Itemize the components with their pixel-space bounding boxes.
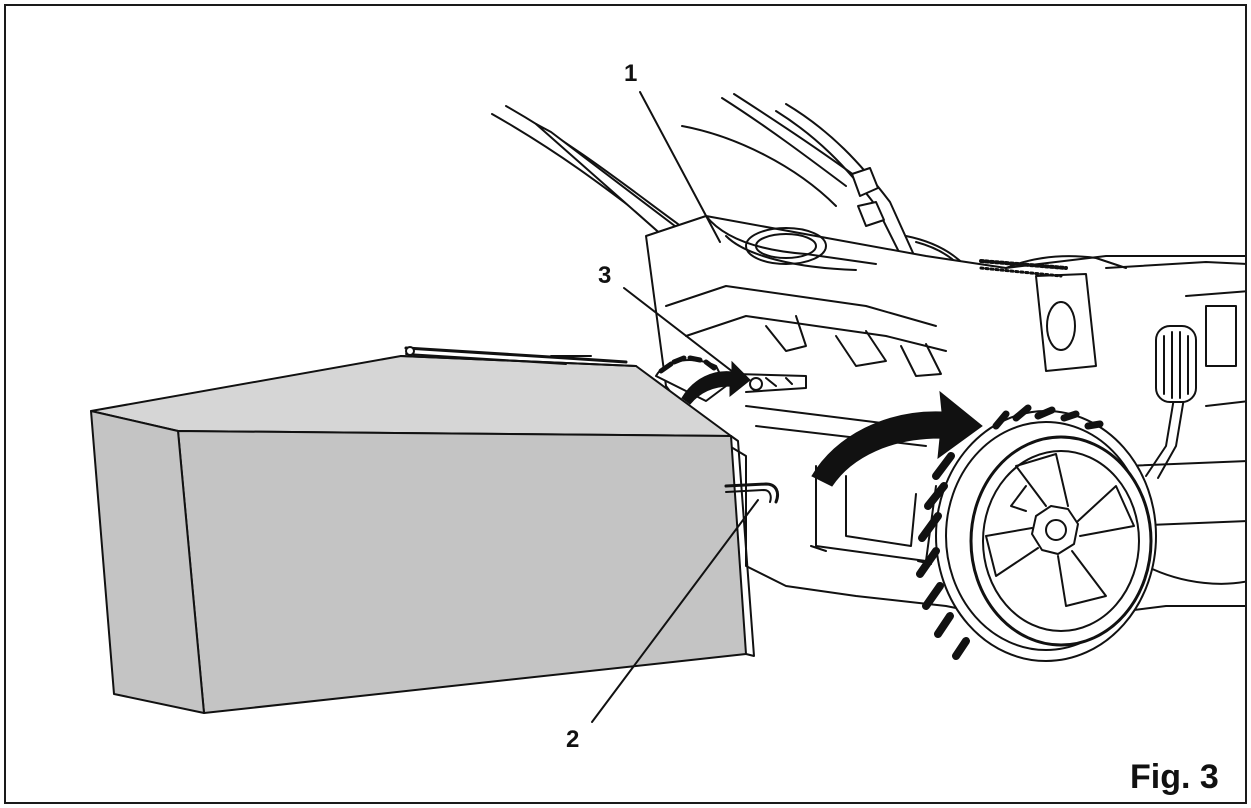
bag-frame-bar	[404, 346, 628, 365]
figure-label: Fig. 3	[1130, 758, 1219, 796]
rear-flap-rod	[735, 373, 807, 393]
leader-line-3	[623, 287, 747, 383]
handle-bars	[491, 93, 919, 267]
bag-hook	[724, 482, 780, 504]
callout-1: 1	[624, 60, 638, 87]
rear-right-wheel	[916, 404, 1157, 662]
figure-frame: 1 2 3 Fig. 3	[4, 4, 1247, 804]
height-adjust-lever	[1145, 325, 1197, 479]
lawnmower-illustration	[90, 91, 1245, 723]
large-rotate-arrow	[811, 390, 983, 487]
callout-3: 3	[598, 262, 612, 289]
leader-line-1	[639, 91, 721, 243]
leader-line-2	[591, 499, 759, 723]
small-rotate-arrow	[681, 360, 751, 405]
callout-2: 2	[566, 726, 580, 753]
grass-bag	[90, 355, 755, 714]
